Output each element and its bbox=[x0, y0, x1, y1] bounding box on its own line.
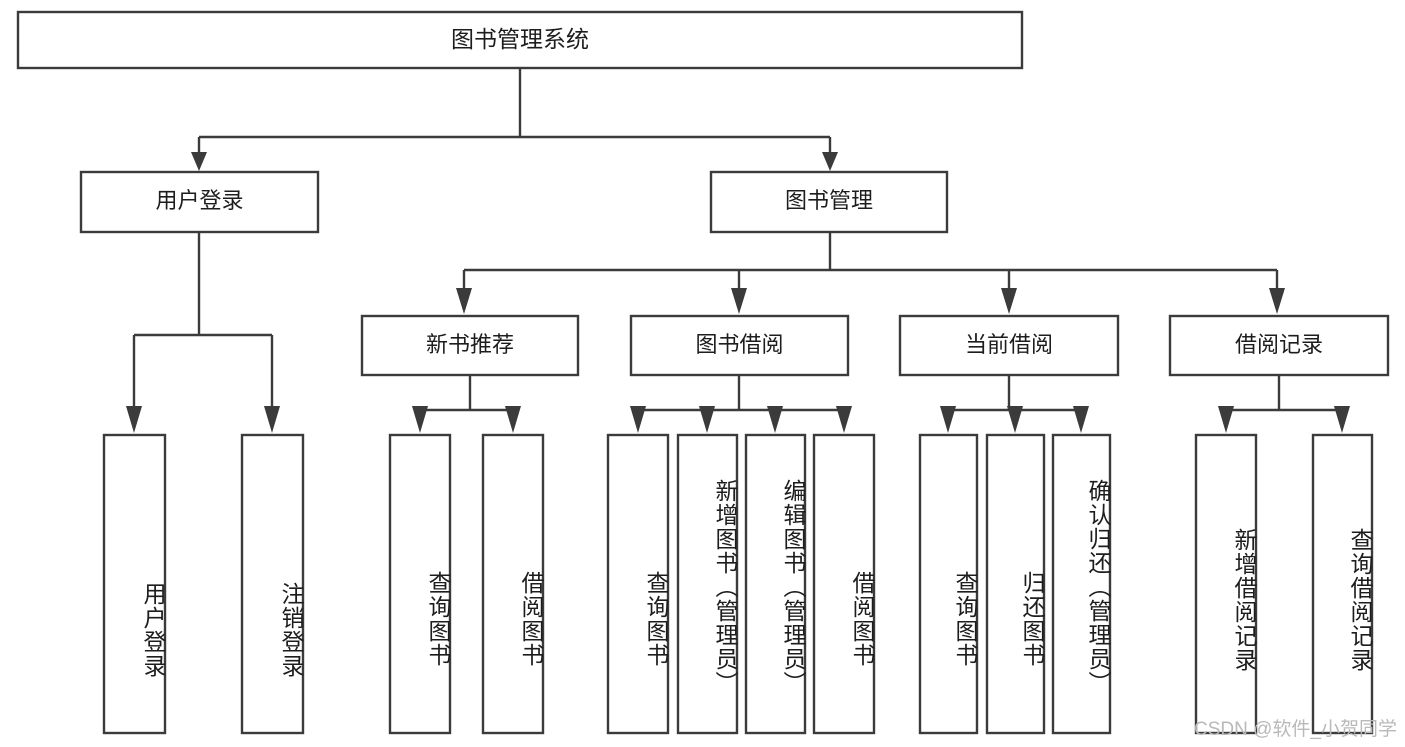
arrowhead-leaf-add-book bbox=[699, 406, 715, 433]
edge-group-borrow-record-to-leaves bbox=[1218, 375, 1350, 433]
node-current-borrow-box[interactable] bbox=[898, 314, 1120, 377]
node-current-borrow[interactable]: 当前借阅 bbox=[898, 314, 1120, 377]
edge-group-root-to-level2 bbox=[191, 68, 838, 171]
node-leaf-logout-box[interactable] bbox=[240, 433, 305, 735]
edge-group-current-borrow-to-leaves bbox=[940, 375, 1089, 433]
arrowhead-borrow-record bbox=[1269, 288, 1285, 314]
arrowhead-leaf-query-book-rec bbox=[412, 406, 428, 433]
node-leaf-query-record-box[interactable] bbox=[1311, 433, 1374, 735]
node-book-borrow-label: 图书借阅 bbox=[695, 332, 783, 357]
arrowhead-book-borrow bbox=[731, 288, 747, 314]
node-new-book-rec[interactable]: 新书推荐 bbox=[360, 314, 580, 377]
node-borrow-record[interactable]: 借阅记录 bbox=[1168, 314, 1390, 377]
arrowhead-leaf-query-book-borrow bbox=[630, 406, 646, 433]
node-leaf-borrow-book-rec-box[interactable] bbox=[481, 433, 545, 735]
arrowhead-leaf-return-book bbox=[1007, 406, 1023, 433]
node-book-borrow[interactable]: 图书借阅 bbox=[629, 314, 850, 377]
node-leaf-query-book-borrow-box[interactable] bbox=[606, 433, 670, 735]
node-borrow-record-box[interactable] bbox=[1168, 314, 1390, 377]
arrowhead-leaf-query-book-current bbox=[940, 406, 956, 433]
arrowhead-current-borrow bbox=[1001, 288, 1017, 314]
node-new-book-rec-box[interactable] bbox=[360, 314, 580, 377]
node-borrow-record-label: 借阅记录 bbox=[1235, 332, 1323, 357]
node-leaf-add-record-box[interactable] bbox=[1194, 433, 1258, 735]
arrowhead-new-book-rec bbox=[456, 288, 472, 314]
node-user-login[interactable]: 用户登录 bbox=[79, 170, 320, 234]
edge-group-book-borrow-to-leaves bbox=[630, 375, 852, 433]
arrowhead-leaf-edit-book bbox=[767, 406, 783, 433]
arrowhead-leaf-add-record bbox=[1218, 406, 1234, 433]
arrowhead-leaf-logout bbox=[264, 406, 280, 433]
arrowhead-user-login bbox=[191, 152, 207, 171]
node-user-login-label: 用户登录 bbox=[155, 188, 243, 213]
node-book-borrow-box[interactable] bbox=[629, 314, 850, 377]
node-root-label: 图书管理系统 bbox=[451, 26, 589, 52]
node-root[interactable]: 图书管理系统 bbox=[16, 10, 1024, 70]
edge-group-user-login-to-leaves bbox=[126, 232, 280, 433]
node-new-book-rec-label: 新书推荐 bbox=[426, 332, 514, 357]
arrowhead-leaf-borrow-book bbox=[836, 406, 852, 433]
node-leaf-query-book-current-box[interactable] bbox=[918, 433, 979, 735]
edge-group-new-book-rec-to-leaves bbox=[412, 375, 521, 433]
node-leaf-borrow-book-box[interactable] bbox=[812, 433, 876, 735]
arrowhead-leaf-confirm-return bbox=[1073, 406, 1089, 433]
node-leaf-user-login-box[interactable] bbox=[102, 433, 167, 735]
node-leaf-return-book-box[interactable] bbox=[985, 433, 1046, 735]
node-current-borrow-label: 当前借阅 bbox=[965, 332, 1053, 357]
node-book-manage-box[interactable] bbox=[709, 170, 949, 234]
node-root-box[interactable] bbox=[16, 10, 1024, 70]
node-leaf-confirm-return-box[interactable] bbox=[1051, 433, 1112, 735]
arrowhead-leaf-query-record bbox=[1334, 406, 1350, 433]
leaf-boxes bbox=[102, 433, 1374, 735]
csdn-watermark: CSDN @软件_小贺同学 bbox=[1194, 719, 1397, 740]
node-book-manage[interactable]: 图书管理 bbox=[709, 170, 949, 234]
arrowhead-book-manage bbox=[822, 152, 838, 171]
node-user-login-box[interactable] bbox=[79, 170, 320, 234]
arrowhead-leaf-borrow-book-rec bbox=[505, 406, 521, 433]
arrowhead-leaf-user-login bbox=[126, 406, 142, 433]
node-leaf-query-book-rec-box[interactable] bbox=[388, 433, 452, 735]
edge-group-book-manage-to-level3 bbox=[456, 232, 1285, 314]
node-leaf-edit-book-box[interactable] bbox=[744, 433, 807, 735]
node-book-manage-label: 图书管理 bbox=[785, 188, 873, 213]
node-leaf-add-book-box[interactable] bbox=[676, 433, 739, 735]
